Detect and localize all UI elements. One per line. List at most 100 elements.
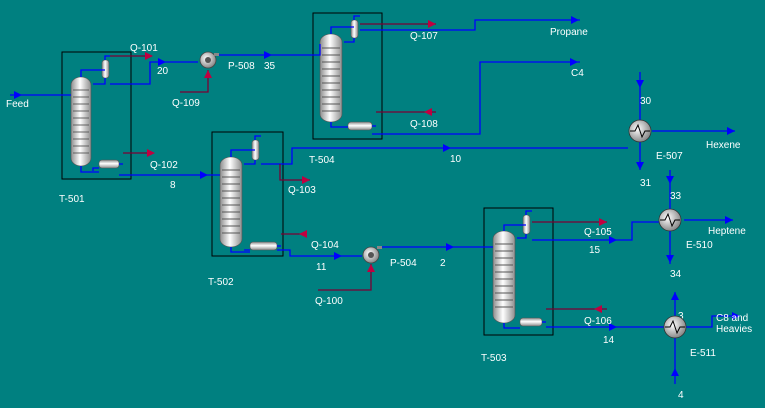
exchanger-e510-coil xyxy=(660,212,680,228)
stream-propane-label: Propane xyxy=(550,27,588,38)
column-t502-trays xyxy=(222,169,240,234)
stream-c4-label: C4 xyxy=(571,68,584,79)
stream-8[interactable]: 8 xyxy=(119,171,220,191)
column-t504-reboiler xyxy=(347,121,373,131)
energy-q109[interactable]: Q-109 xyxy=(172,70,212,109)
column-t504-condenser xyxy=(350,19,359,39)
energy-q104[interactable]: Q-104 xyxy=(281,230,339,251)
column-t503-internals xyxy=(503,210,546,329)
exchanger-e507-coil xyxy=(630,123,650,139)
stream-15[interactable]: 15 xyxy=(532,221,659,256)
energy-q106[interactable]: Q-106 xyxy=(546,305,612,327)
energy-q107-arrow xyxy=(428,20,436,28)
stream-propane[interactable]: Propane xyxy=(360,16,588,38)
energy-q107-label: Q-107 xyxy=(410,31,438,42)
stream-30-label: 30 xyxy=(640,96,652,107)
pump-p508[interactable]: P-508 xyxy=(199,51,255,72)
energy-q100[interactable]: Q-100 xyxy=(315,264,375,307)
exchanger-e507[interactable]: E-507 xyxy=(628,119,683,162)
stream-35-label: 35 xyxy=(264,61,276,72)
pump-p508-outlet xyxy=(214,53,219,56)
stream-10-label: 10 xyxy=(450,154,462,165)
stream-hexene[interactable]: Hexene xyxy=(652,127,741,151)
energy-q106-label: Q-106 xyxy=(584,316,612,327)
stream-11-label: 11 xyxy=(316,262,327,273)
stream-8-arrow xyxy=(200,171,208,179)
energy-q102[interactable]: Q-102 xyxy=(123,149,178,171)
column-t501[interactable]: T-501 xyxy=(59,51,132,205)
energy-q105[interactable]: Q-105 xyxy=(532,218,612,238)
stream-35[interactable]: 35 xyxy=(218,44,321,72)
energy-q102-arrow xyxy=(147,149,155,157)
stream-heptene[interactable]: Heptene xyxy=(684,216,746,237)
stream-4[interactable]: 4 xyxy=(671,338,684,401)
stream-20[interactable]: 20 xyxy=(110,58,198,85)
column-t501-internals xyxy=(80,55,123,173)
stream-34[interactable]: 34 xyxy=(666,231,682,280)
column-t502-internals xyxy=(230,135,281,253)
column-t504-vessel xyxy=(319,33,343,123)
energy-q104-arrow xyxy=(299,230,307,238)
stream-10[interactable]: 10 xyxy=(261,144,628,165)
energy-q108[interactable]: Q-108 xyxy=(376,108,438,130)
pump-p508-eye xyxy=(205,57,211,63)
stream-20-label: 20 xyxy=(157,66,169,77)
stream-34-label: 34 xyxy=(670,269,682,280)
stream-feed[interactable]: Feed xyxy=(6,91,71,110)
column-t501-label: T-501 xyxy=(59,194,85,205)
stream-hexene-arrow xyxy=(727,127,735,135)
stream-35-arrow xyxy=(264,51,272,59)
stream-hexene-label: Hexene xyxy=(706,140,741,151)
stream-31[interactable]: 31 xyxy=(636,142,652,189)
stream-10-arrow xyxy=(443,144,451,152)
exchanger-e511-label: E-511 xyxy=(690,348,716,359)
stream-14-label: 14 xyxy=(603,335,615,346)
stream-15-label: 15 xyxy=(589,245,601,256)
exchanger-e510-label: E-510 xyxy=(686,240,713,251)
column-t501-reboiler xyxy=(98,159,120,169)
stream-c4[interactable]: C4 xyxy=(372,58,584,135)
column-t501-trays xyxy=(73,89,89,154)
energy-q100-label: Q-100 xyxy=(315,296,343,307)
stream-feed-label: Feed xyxy=(6,99,29,110)
stream-33-label: 33 xyxy=(670,191,682,202)
column-t502[interactable]: T-502 xyxy=(208,131,284,288)
energy-q102-label: Q-102 xyxy=(150,160,178,171)
column-t502-frame xyxy=(211,131,284,257)
stream-c8-heavies[interactable]: C8 and Heavies xyxy=(686,312,752,335)
pump-p504[interactable]: P-504 xyxy=(362,246,417,269)
stream-4-arrow xyxy=(671,368,679,376)
column-t502-label: T-502 xyxy=(208,277,234,288)
energy-q103-arrow xyxy=(302,176,310,184)
energy-q101-arrow xyxy=(145,52,153,60)
stream-3-label: 3 xyxy=(678,311,684,322)
stream-8-label: 8 xyxy=(170,180,176,191)
stream-31-arrow xyxy=(636,162,644,170)
column-t501-condenser xyxy=(101,59,110,79)
energy-q107[interactable]: Q-107 xyxy=(360,20,438,42)
pump-p508-label: P-508 xyxy=(228,61,255,72)
energy-q101-label: Q-101 xyxy=(130,43,158,54)
column-t504-label: T-504 xyxy=(309,155,335,166)
stream-33[interactable]: 33 xyxy=(666,170,682,209)
energy-q103-label: Q-103 xyxy=(288,185,316,196)
stream-14[interactable]: 14 xyxy=(546,323,664,346)
stream-30[interactable]: 30 xyxy=(636,72,652,120)
energy-q101[interactable]: Q-101 xyxy=(110,43,158,60)
stream-15-arrow xyxy=(609,236,617,244)
stream-4-label: 4 xyxy=(678,390,684,401)
stream-feed-arrow xyxy=(14,91,22,99)
pump-p504-outlet xyxy=(377,246,382,249)
column-t503[interactable]: T-503 xyxy=(481,207,554,364)
column-t503-trays xyxy=(495,243,513,308)
exchanger-e511[interactable]: E-511 xyxy=(663,315,716,359)
stream-3[interactable]: 3 xyxy=(671,292,684,322)
energy-q103[interactable]: Q-103 xyxy=(279,164,316,196)
stream-11[interactable]: 11 xyxy=(277,249,362,273)
energy-q109-label: Q-109 xyxy=(172,98,200,109)
stream-2[interactable]: 2 xyxy=(382,243,493,269)
column-t504-trays xyxy=(322,47,340,112)
exchanger-e510[interactable]: E-510 xyxy=(658,208,713,251)
stream-c8-heavies-label-line1: C8 and xyxy=(716,313,748,324)
column-t504[interactable]: T-504 xyxy=(309,12,383,166)
